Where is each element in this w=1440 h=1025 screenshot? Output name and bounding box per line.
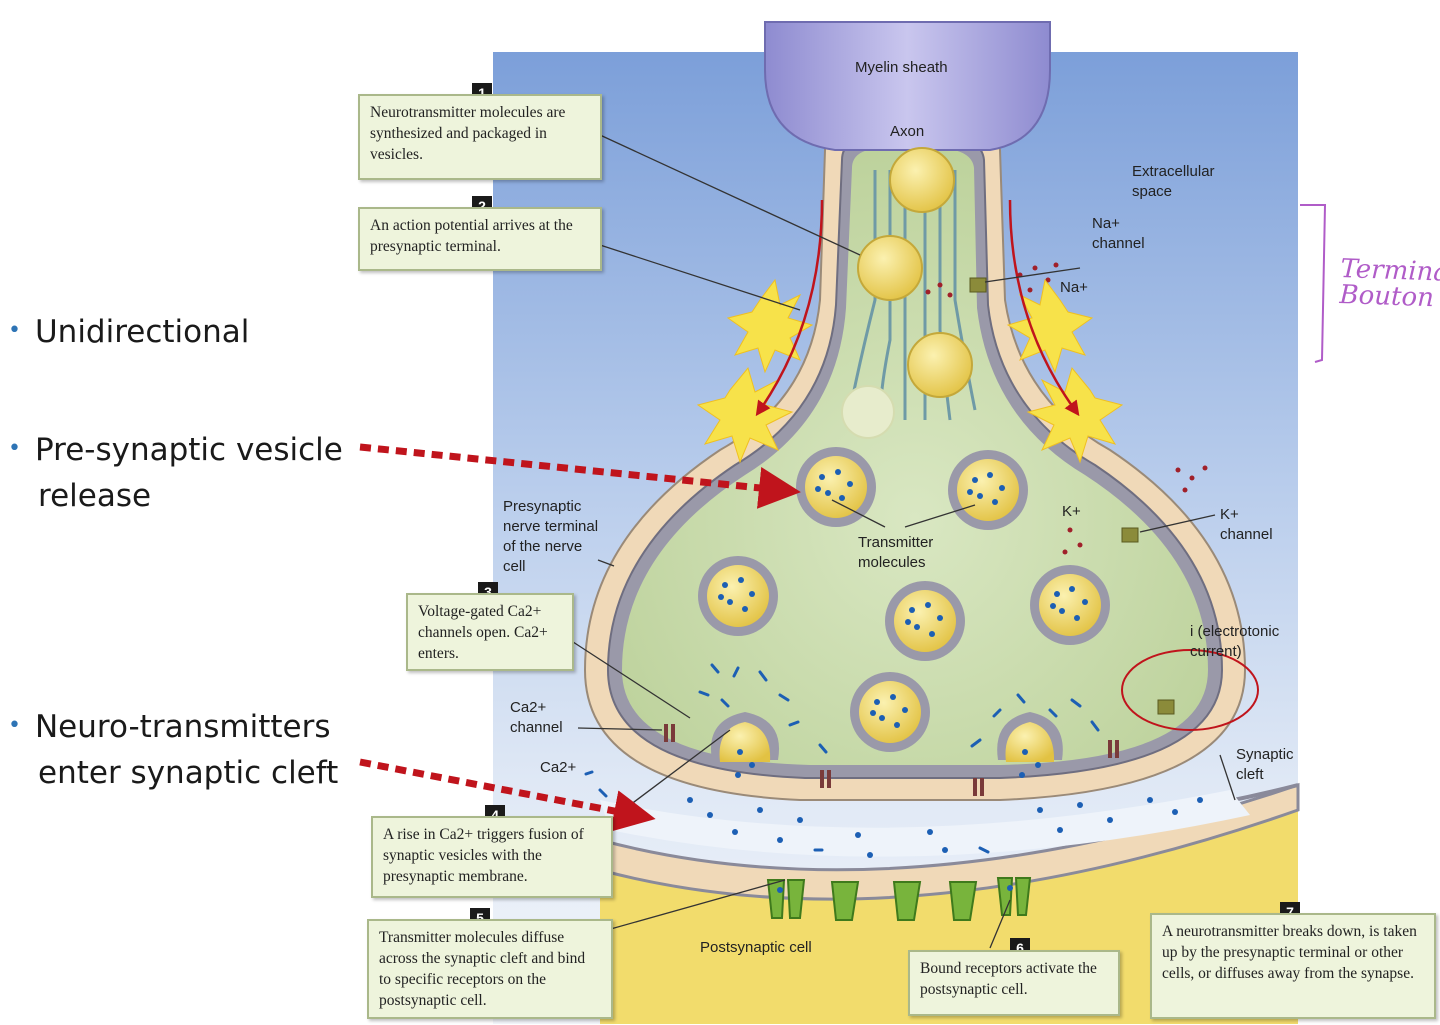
vesicle-t4 [885,581,965,661]
label-postsynaptic-cell: Postsynaptic cell [700,939,812,956]
transmitter-vesicles [698,447,1110,752]
handwritten-bracket [1300,204,1327,363]
vesicle-axon-2 [857,235,923,301]
na-channel-shape [969,277,987,293]
label-k-ion: K+ [1062,503,1081,520]
electrotonic-channel-shape [1157,699,1175,715]
vesicle-axon-faint [841,385,895,439]
label-extracellular-space: Extracellular space [1132,163,1215,200]
step-3-callout: Voltage-gated Ca2+ channels open. Ca2+ e… [406,593,574,671]
vesicle-t1 [796,447,876,527]
bullet-dot-icon: • [8,436,21,461]
bullet-unidirectional: •Unidirectional [8,314,250,350]
handwritten-terminal-bouton: Terminal Bouton [1339,253,1440,314]
step-5-callout: Transmitter molecules diffuse across the… [367,919,613,1019]
vesicle-t3 [698,556,778,636]
pointer-arrow-vesicle-release [359,443,801,509]
label-myelin-sheath: Myelin sheath [855,59,948,76]
fusing-vesicle-left [710,712,780,778]
vesicle-t6 [850,672,930,752]
label-k-channel: K+ channel [1220,506,1273,543]
bullet-neurotransmitters: •Neuro-transmitters enter synaptic cleft [8,709,339,791]
label-na-ion: Na+ [1060,279,1088,296]
label-transmitter-molecules: Transmitter molecules [858,534,934,571]
k-channel-shape [1121,527,1139,543]
label-presynaptic-terminal: Presynaptic nerve terminal of the nerve … [503,498,599,575]
label-ca-ion: Ca2+ [540,759,577,776]
cleft-transmitter-dots [687,797,1203,893]
step-1-callout: Neurotransmitter molecules are synthesiz… [358,94,602,180]
label-ca-channel: Ca2+ channel [510,699,563,736]
electrotonic-loop [1121,649,1259,731]
bullet-dot-icon: • [8,713,21,738]
synaptic-cleft [600,790,1250,857]
step-6-callout: Bound receptors activate the postsynapti… [908,950,1120,1016]
calcium-ions [584,663,1100,854]
label-electrotonic-current: i (electrotonic current) [1190,623,1280,660]
ap-arrows [755,199,1080,417]
label-axon: Axon [890,123,925,140]
postsynaptic-receptors [766,877,1032,921]
ca-channels [664,724,1119,796]
fusing-vesicle-right [997,712,1063,778]
step-7-callout: A neurotransmitter breaks down, is taken… [1150,913,1436,1019]
label-synaptic-cleft: Synaptic cleft [1236,746,1294,783]
vesicle-t5 [1030,565,1110,645]
postsynaptic-membrane [598,782,1300,901]
step-4-callout: A rise in Ca2+ triggers fusion of synapt… [371,816,613,898]
bullet-vesicle-release: •Pre-synaptic vesicle release [8,432,343,514]
label-na-channel: Na+ channel [1092,215,1145,252]
vesicle-axon-1 [889,147,955,213]
vesicle-axon-3 [907,332,973,398]
k-ions [1062,465,1208,555]
step-2-callout: An action potential arrives at the presy… [358,207,602,271]
na-ions [925,262,1059,298]
bullet-dot-icon: • [8,318,21,343]
pointer-arrow-synaptic-cleft [359,758,656,832]
vesicle-t2 [948,450,1028,530]
